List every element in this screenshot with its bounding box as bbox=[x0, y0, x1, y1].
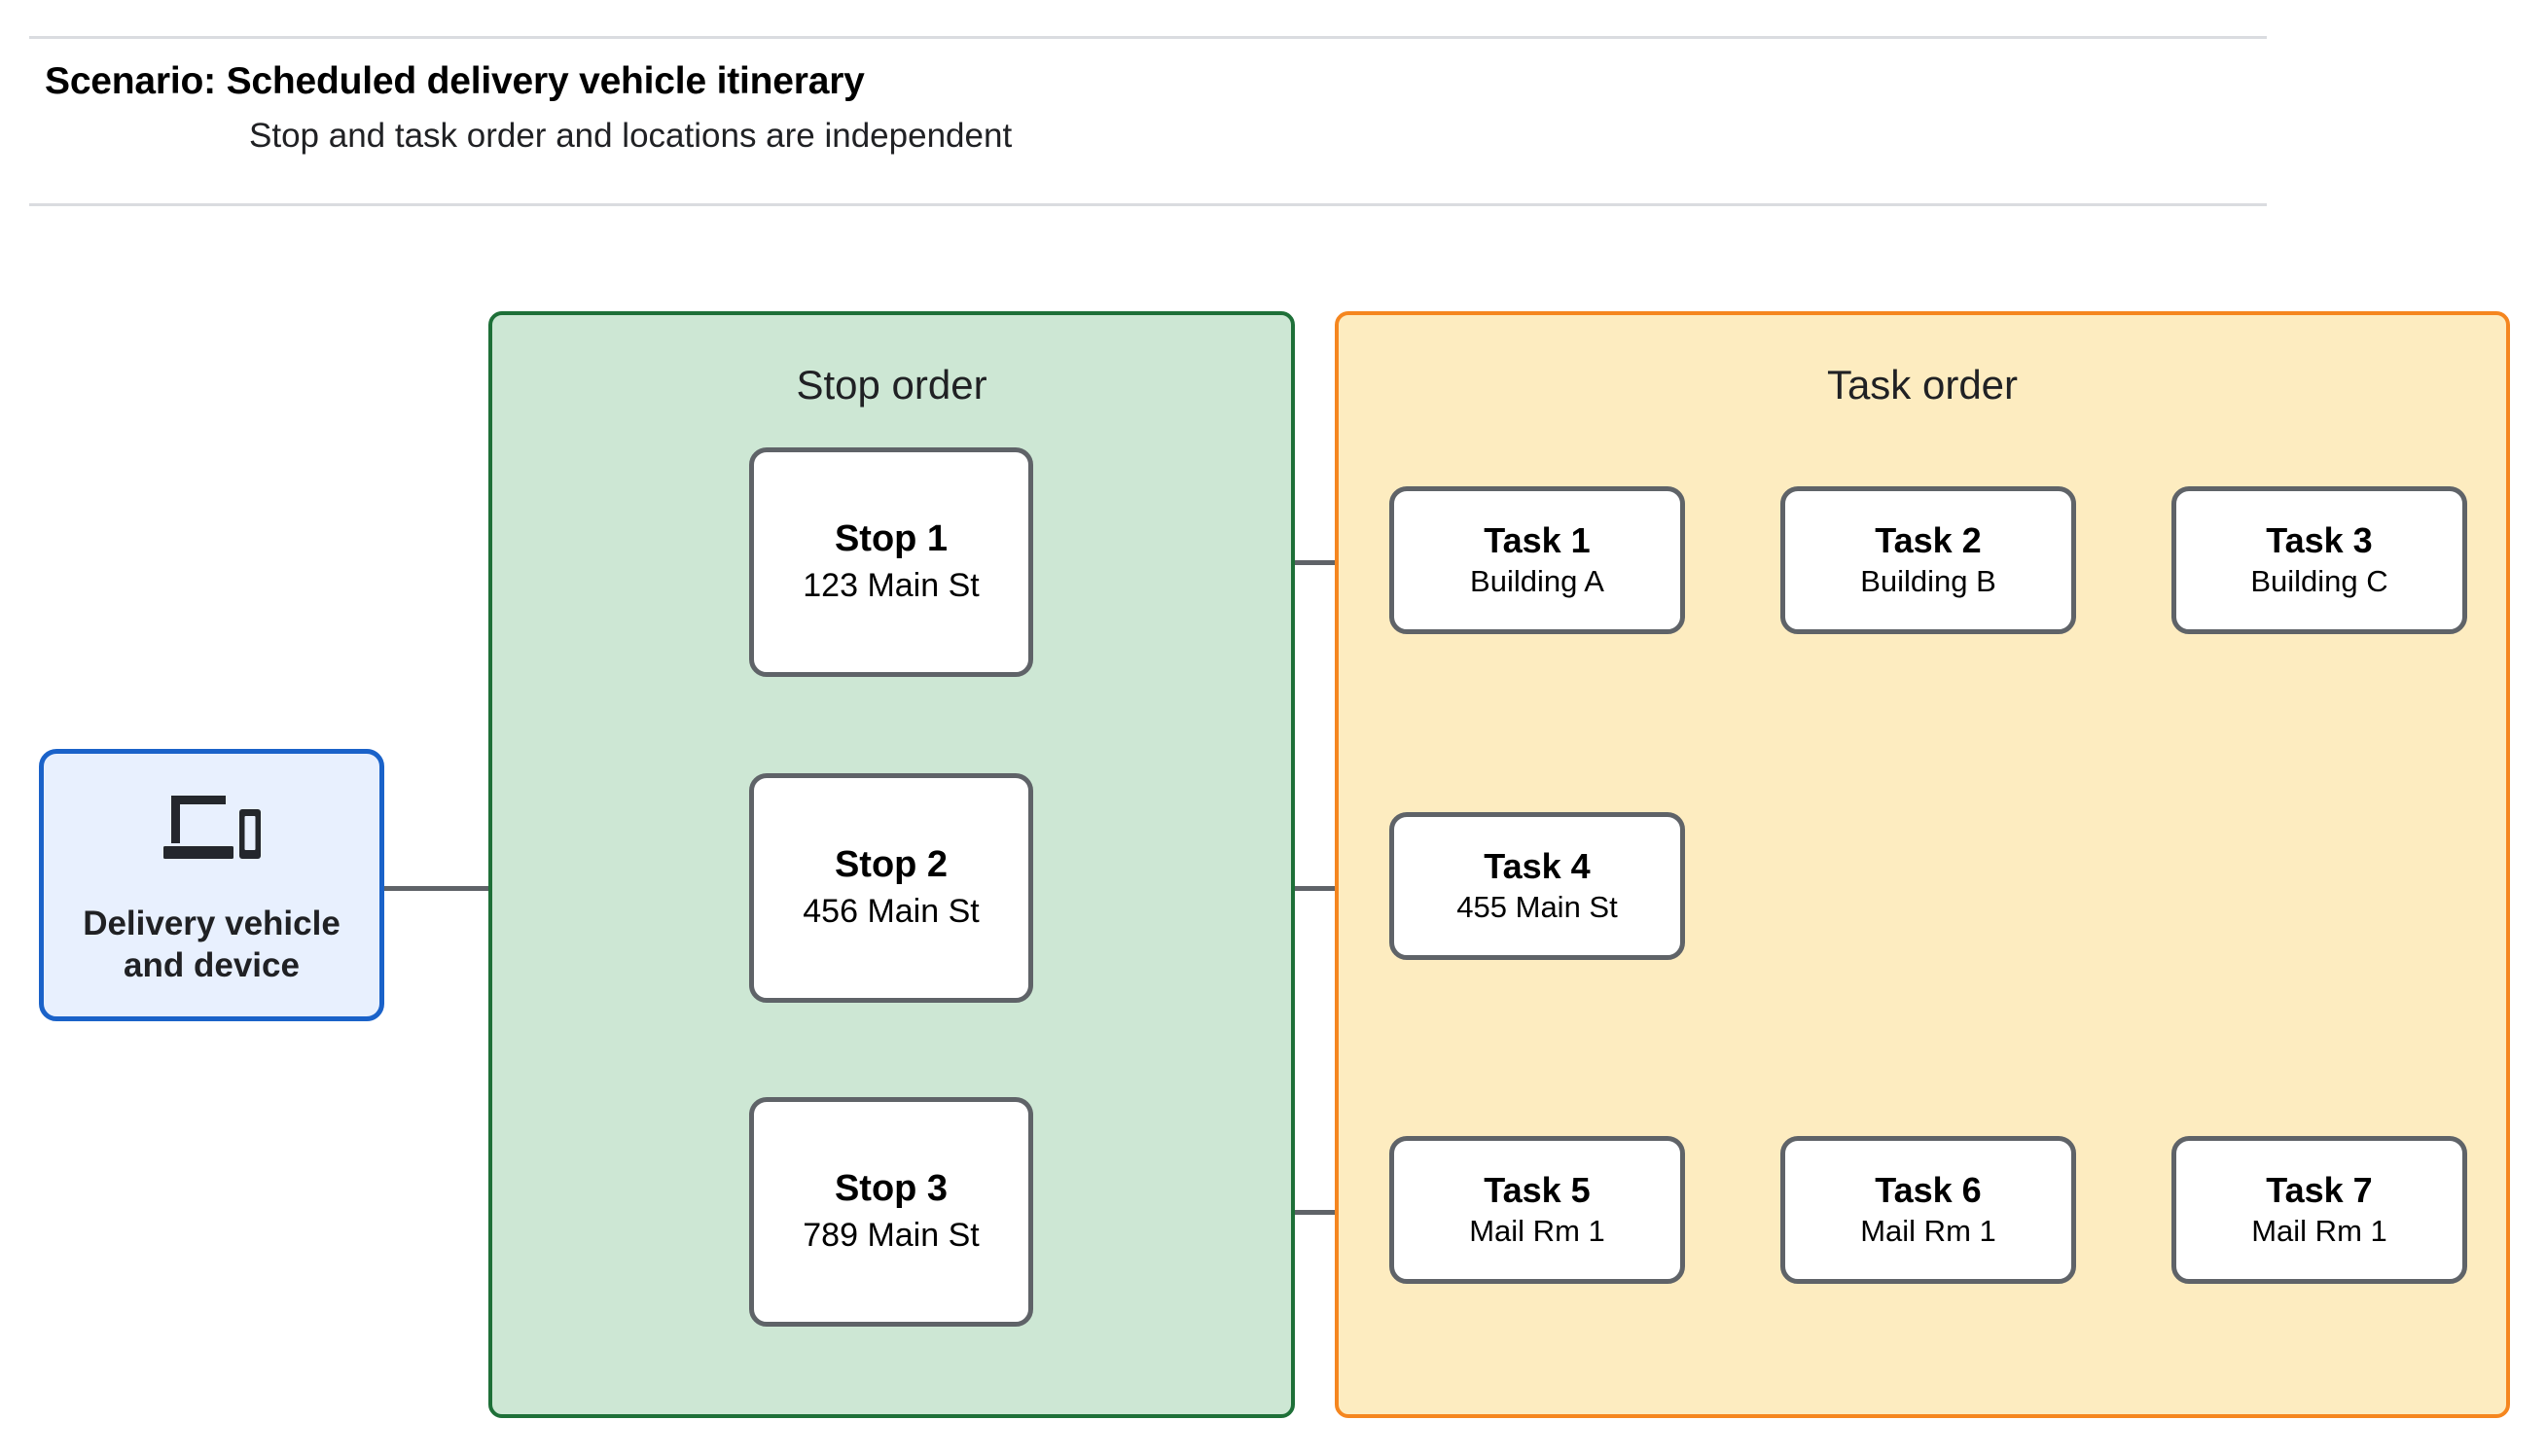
page-subtitle: Stop and task order and locations are in… bbox=[249, 117, 1013, 155]
stop-node-3[interactable]: Stop 3 789 Main St bbox=[749, 1097, 1033, 1327]
task-node-7-title: Task 7 bbox=[2266, 1170, 2373, 1211]
task-node-3-title: Task 3 bbox=[2266, 520, 2373, 561]
task-node-5[interactable]: Task 5 Mail Rm 1 bbox=[1389, 1136, 1685, 1284]
task-node-2-title: Task 2 bbox=[1875, 520, 1982, 561]
task-node-4-location: 455 Main St bbox=[1456, 889, 1618, 924]
stop-node-1-title: Stop 1 bbox=[834, 518, 949, 560]
task-node-3-location: Building C bbox=[2250, 563, 2388, 598]
task-node-3[interactable]: Task 3 Building C bbox=[2171, 486, 2467, 634]
stop-node-2[interactable]: Stop 2 456 Main St bbox=[749, 773, 1033, 1003]
task-order-panel-title: Task order bbox=[1826, 362, 2019, 408]
task-node-1[interactable]: Task 1 Building A bbox=[1389, 486, 1685, 634]
task-node-6-location: Mail Rm 1 bbox=[1860, 1213, 1996, 1248]
task-node-6-title: Task 6 bbox=[1875, 1170, 1982, 1211]
task-node-1-location: Building A bbox=[1470, 563, 1604, 598]
header-divider-top bbox=[29, 36, 2267, 39]
task-node-7-location: Mail Rm 1 bbox=[2251, 1213, 2387, 1248]
device-label-line-2: and device bbox=[124, 945, 300, 984]
header-divider-bottom bbox=[29, 203, 2267, 206]
delivery-vehicle-device-box[interactable]: Delivery vehicle and device bbox=[39, 749, 384, 1021]
stop-node-3-title: Stop 3 bbox=[834, 1168, 949, 1210]
devices-icon bbox=[161, 790, 263, 869]
delivery-vehicle-device-label: Delivery vehicle and device bbox=[83, 904, 341, 986]
task-node-7[interactable]: Task 7 Mail Rm 1 bbox=[2171, 1136, 2467, 1284]
stop-order-panel-title: Stop order bbox=[796, 362, 987, 408]
stop-node-1-address: 123 Main St bbox=[803, 566, 980, 604]
task-node-4-title: Task 4 bbox=[1484, 846, 1591, 887]
task-node-2-location: Building B bbox=[1860, 563, 1996, 598]
task-node-2[interactable]: Task 2 Building B bbox=[1780, 486, 2076, 634]
stop-node-1[interactable]: Stop 1 123 Main St bbox=[749, 447, 1033, 677]
task-node-4[interactable]: Task 4 455 Main St bbox=[1389, 812, 1685, 960]
task-node-1-title: Task 1 bbox=[1484, 520, 1591, 561]
task-node-6[interactable]: Task 6 Mail Rm 1 bbox=[1780, 1136, 2076, 1284]
device-label-line-1: Delivery vehicle bbox=[83, 904, 341, 942]
connector-device-to-trunk bbox=[384, 886, 552, 891]
task-node-5-location: Mail Rm 1 bbox=[1469, 1213, 1605, 1248]
stop-node-2-title: Stop 2 bbox=[834, 844, 949, 886]
stop-node-2-address: 456 Main St bbox=[803, 892, 980, 930]
page-title: Scenario: Scheduled delivery vehicle iti… bbox=[45, 60, 865, 102]
stop-node-3-address: 789 Main St bbox=[803, 1216, 980, 1254]
task-node-5-title: Task 5 bbox=[1484, 1170, 1591, 1211]
